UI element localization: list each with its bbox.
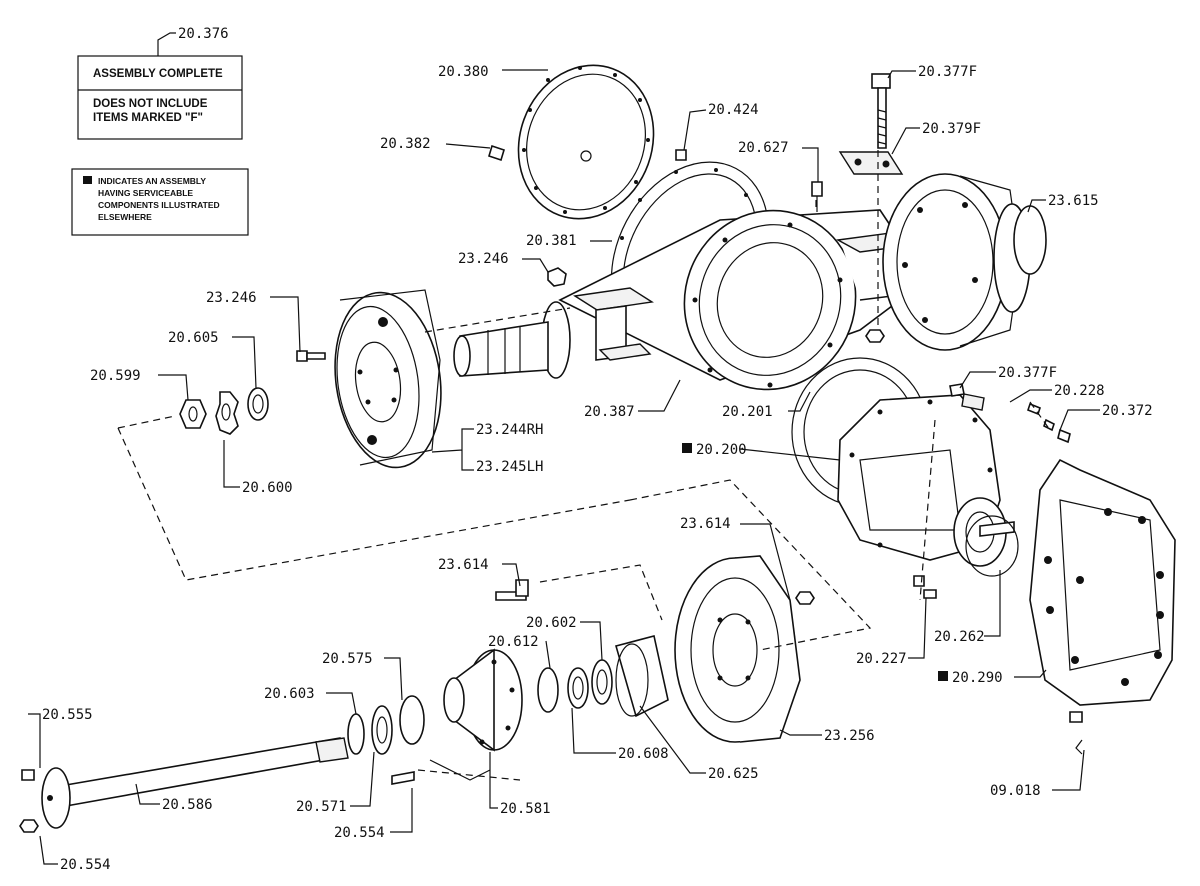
wheel-stud — [495, 579, 529, 601]
bracket-bolts — [961, 393, 1071, 444]
label-20-554-left: 20.554 — [60, 857, 111, 873]
label-20-608: 20.608 — [618, 746, 669, 762]
label-20-571: 20.571 — [296, 799, 347, 815]
rear-carrier-housing — [1029, 458, 1176, 706]
outer-bearing-cone — [371, 705, 393, 755]
label-23-256: 23.256 — [824, 728, 875, 744]
axle-housing — [453, 209, 951, 391]
label-20-228: 20.228 — [1054, 383, 1105, 399]
part-labels: 20.380 20.424 20.377F 20.379F 20.382 20.… — [42, 64, 1153, 873]
brake-drum — [674, 555, 801, 743]
oil-seal — [591, 659, 613, 705]
tab-washer — [215, 391, 239, 435]
legend-square-icon — [83, 176, 92, 184]
square-marker-20-200 — [682, 443, 692, 453]
inner-bearing-cup — [537, 667, 559, 713]
adjusting-nut — [247, 387, 269, 421]
label-20-555: 20.555 — [42, 707, 93, 723]
label-20-200: 20.200 — [696, 442, 747, 458]
label-20-377F-mid: 20.377F — [998, 365, 1057, 381]
label-20-625: 20.625 — [708, 766, 759, 782]
cover-bolt — [488, 144, 505, 162]
label-23-246-upper: 23.246 — [458, 251, 509, 267]
label-20-262: 20.262 — [934, 629, 985, 645]
assembly-note-line3: ITEMS MARKED "F" — [93, 112, 203, 124]
axle-shaft — [41, 737, 349, 829]
outer-bearing-cup — [399, 695, 425, 745]
label-20-605: 20.605 — [168, 330, 219, 346]
square-marker-20-290 — [938, 671, 948, 681]
label-23-615: 23.615 — [1048, 193, 1099, 209]
label-20-581: 20.581 — [500, 801, 551, 817]
label-20-379F: 20.379F — [922, 121, 981, 137]
label-20-600: 20.600 — [242, 480, 293, 496]
label-20-227: 20.227 — [856, 651, 907, 667]
label-23-614-lower: 23.614 — [438, 557, 489, 573]
label-20-575: 20.575 — [322, 651, 373, 667]
label-20-372: 20.372 — [1102, 403, 1153, 419]
label-20-612: 20.612 — [488, 634, 539, 650]
label-20-554-right: 20.554 — [334, 825, 385, 841]
label-20-382: 20.382 — [380, 136, 431, 152]
label-20-424: 20.424 — [708, 102, 759, 118]
nut-upper — [547, 267, 567, 287]
legend-line3: COMPONENTS ILLUSTRATED — [98, 200, 220, 210]
legend-line1: INDICATES AN ASSEMBLY — [98, 176, 206, 186]
label-20-603: 20.603 — [264, 686, 315, 702]
u-bolt — [871, 73, 891, 149]
label-20-387: 20.387 — [584, 404, 635, 420]
label-23-246-left: 23.246 — [206, 290, 257, 306]
differential-carrier — [837, 394, 1015, 567]
legend-line4: ELSEWHERE — [98, 212, 152, 222]
label-20-381: 20.381 — [526, 233, 577, 249]
wheel-hub — [443, 648, 523, 752]
legend-line2: HAVING SERVICEABLE — [98, 188, 193, 198]
housing-screw — [1069, 711, 1083, 755]
label-23-245LH: 23.245LH — [476, 459, 543, 475]
seal-retainer — [615, 635, 669, 718]
legend-note: INDICATES AN ASSEMBLY HAVING SERVICEABLE… — [71, 168, 249, 236]
drum-nut — [795, 591, 815, 605]
label-20-376: 20.376 — [178, 26, 229, 42]
cover-plate — [517, 64, 655, 220]
assembly-note: ASSEMBLY COMPLETE DOES NOT INCLUDE ITEMS… — [77, 26, 243, 140]
shaft-nut — [19, 819, 39, 833]
label-20-586: 20.586 — [162, 797, 213, 813]
assembly-note-line2: DOES NOT INCLUDE — [93, 98, 208, 110]
lock-washer — [179, 399, 207, 429]
label-23-244RH: 23.244RH — [476, 422, 543, 438]
label-20-599: 20.599 — [90, 368, 141, 384]
assembly-lines — [117, 150, 1051, 781]
label-20-377F-top: 20.377F — [918, 64, 977, 80]
label-23-614-upper: 23.614 — [680, 516, 731, 532]
cover-bolt-small — [675, 149, 687, 161]
inner-bearing-cone — [567, 667, 589, 709]
carrier-bolt — [913, 575, 937, 599]
label-20-602: 20.602 — [526, 615, 577, 631]
assembly-note-line1: ASSEMBLY COMPLETE — [93, 68, 223, 80]
shaft-bolt — [21, 769, 35, 781]
right-brake-drum-assembly — [882, 173, 1047, 351]
leader-lines — [28, 69, 1100, 865]
left-brake-backing-plate — [334, 289, 442, 469]
companion-flange — [965, 515, 1019, 577]
label-09-018: 09.018 — [990, 783, 1041, 799]
u-bolt-plate — [838, 151, 904, 175]
label-20-201: 20.201 — [722, 404, 773, 420]
bearing-retainer — [347, 713, 365, 755]
breather-fitting — [811, 181, 823, 212]
label-20-627: 20.627 — [738, 140, 789, 156]
hub-stud — [391, 771, 415, 785]
label-20-290: 20.290 — [952, 670, 1003, 686]
label-20-380: 20.380 — [438, 64, 489, 80]
nut-left — [296, 350, 326, 362]
